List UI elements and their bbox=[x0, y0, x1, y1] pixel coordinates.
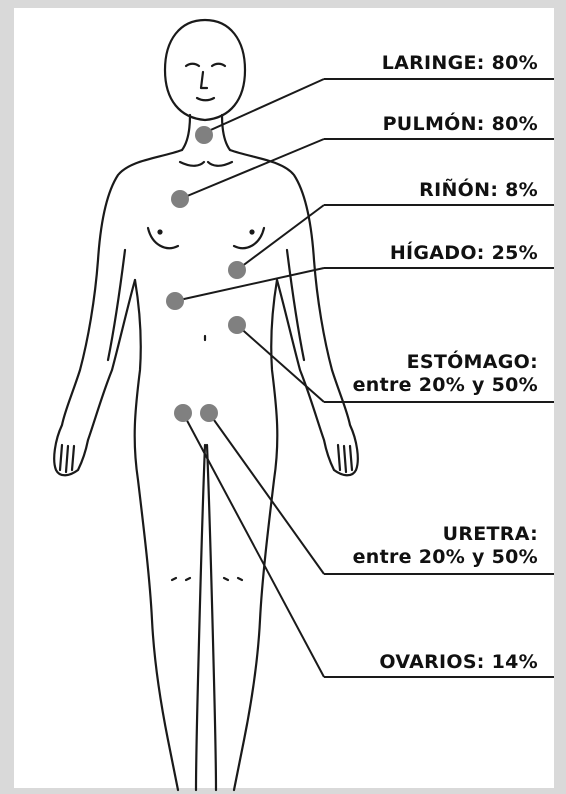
ovaries-label: OVARIOS: 14% bbox=[379, 651, 538, 673]
larynx-label: LARINGE: 80% bbox=[382, 52, 538, 74]
urethra-label: URETRA: bbox=[443, 523, 538, 545]
organ-markers bbox=[166, 126, 246, 422]
liver-leader-line bbox=[175, 268, 324, 301]
kidney-marker bbox=[228, 261, 246, 279]
lung-label: PULMÓN: 80% bbox=[383, 113, 538, 135]
liver-marker bbox=[166, 292, 184, 310]
liver-label: HÍGADO: 25% bbox=[390, 242, 538, 264]
larynx-leader-line bbox=[204, 79, 324, 133]
stomach-marker bbox=[228, 316, 246, 334]
larynx-marker bbox=[195, 126, 213, 144]
urethra-range-label: entre 20% y 50% bbox=[353, 546, 538, 568]
ovary-left-marker bbox=[174, 404, 192, 422]
stomach-leader-line bbox=[237, 325, 324, 402]
kidney-label: RIÑÓN: 8% bbox=[419, 179, 538, 201]
ovary-right-marker bbox=[200, 404, 218, 422]
stomach-range-label: entre 20% y 50% bbox=[353, 374, 538, 396]
stomach-label: ESTÓMAGO: bbox=[407, 351, 538, 373]
lung-marker bbox=[171, 190, 189, 208]
